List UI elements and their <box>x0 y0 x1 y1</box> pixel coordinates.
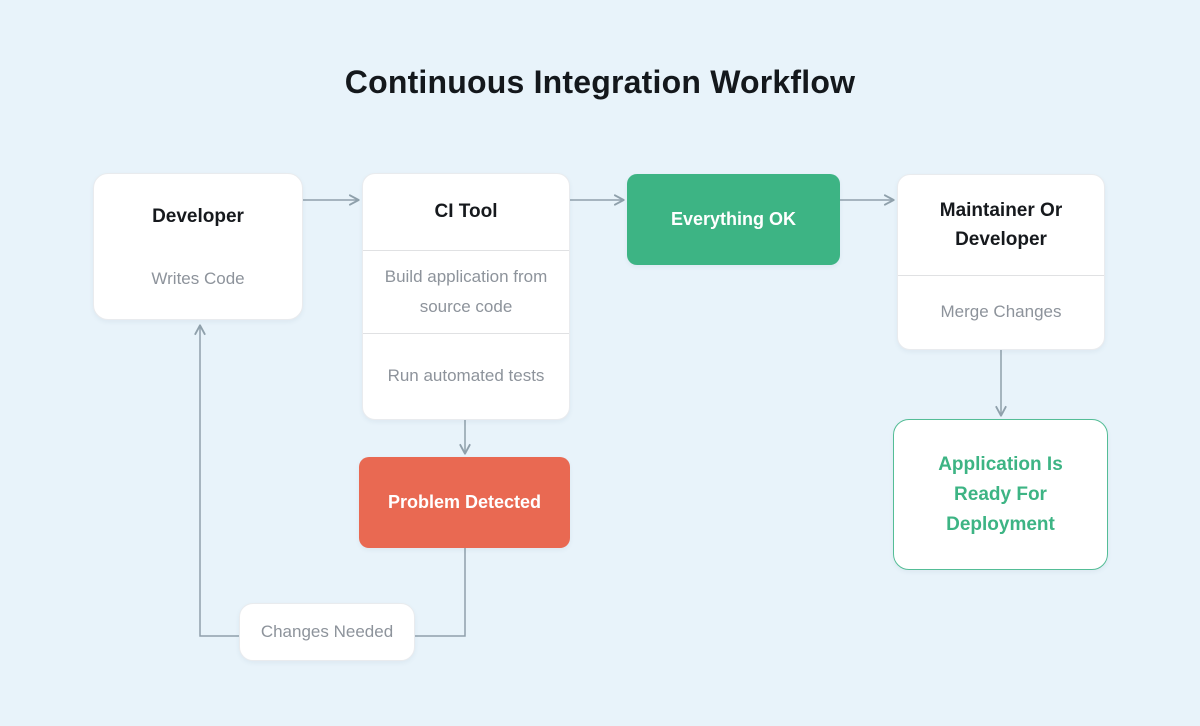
ci-tool-title: CI Tool <box>434 201 498 223</box>
node-ci-tool: CI Tool Build application from source co… <box>362 173 570 420</box>
ci-tool-step-build: Build application from source code <box>363 250 569 332</box>
node-maintainer: Maintainer Or Developer Merge Changes <box>897 174 1105 350</box>
application-ready-label: Application Is Ready For Deployment <box>938 453 1063 535</box>
node-everything-ok: Everything OK <box>627 174 840 265</box>
everything-ok-label: Everything OK <box>670 209 797 229</box>
maintainer-header: Maintainer Or Developer <box>898 175 1104 275</box>
node-developer: Developer Writes Code <box>93 173 303 320</box>
maintainer-action: Merge Changes <box>898 274 1104 349</box>
changes-needed-label: Changes Needed <box>260 622 394 641</box>
maintainer-title: Maintainer Or Developer <box>939 199 1063 250</box>
page-title: Continuous Integration Workflow <box>344 64 856 100</box>
developer-title: Developer <box>152 206 244 227</box>
node-application-ready: Application Is Ready For Deployment <box>893 419 1108 570</box>
ci-tool-step-test-label: Run automated tests <box>387 366 545 386</box>
ci-tool-step-build-label: Build application from source code <box>384 267 548 317</box>
node-changes-needed: Changes Needed <box>239 603 415 661</box>
ci-tool-step-test: Run automated tests <box>363 332 569 419</box>
problem-detected-label: Problem Detected <box>387 492 542 512</box>
developer-subtitle: Writes Code <box>151 269 245 288</box>
ci-tool-header: CI Tool <box>363 174 569 250</box>
maintainer-subtitle: Merge Changes <box>940 302 1062 322</box>
node-problem-detected: Problem Detected <box>359 457 570 548</box>
